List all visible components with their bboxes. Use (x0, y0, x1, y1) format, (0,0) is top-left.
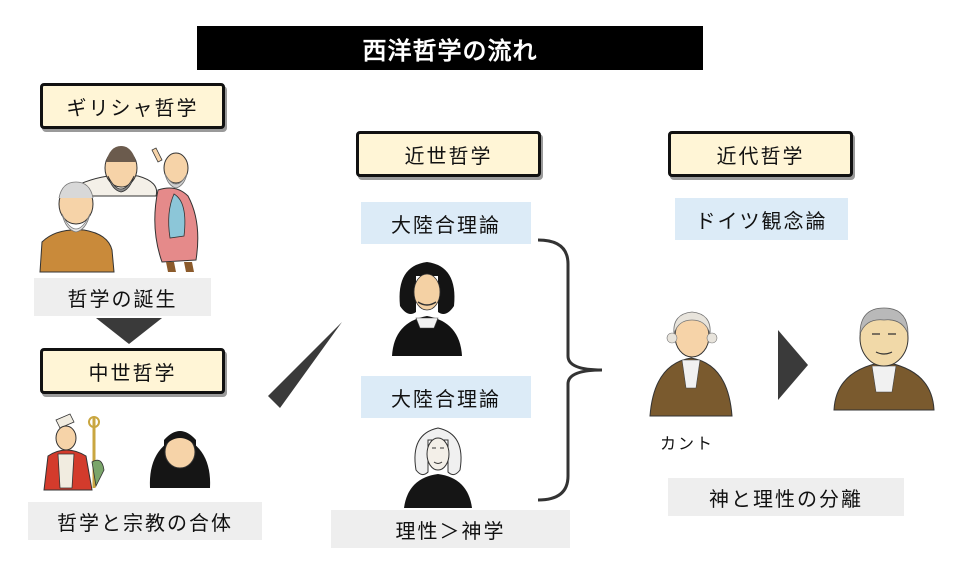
hegel-illustration (833, 307, 935, 411)
arrow-right-icon (778, 330, 808, 400)
greek-philosophers-illustration (39, 146, 199, 273)
aristotle-figure (151, 147, 199, 272)
arrow-down-icon (96, 318, 162, 344)
socrates-figure (79, 146, 158, 197)
plato-figure (39, 181, 115, 273)
era-box-greek: ギリシャ哲学 (40, 83, 225, 129)
caption-greek: 哲学の誕生 (34, 278, 211, 316)
transition-wedge-icon (268, 322, 342, 408)
caption-early-modern: 理性＞神学 (331, 510, 570, 548)
kant-illustration (649, 311, 733, 417)
augustine-figure (43, 413, 105, 491)
school-label-2: 大陸合理論 (361, 376, 531, 418)
era-box-modern: 近代哲学 (668, 131, 853, 177)
caption-medieval: 哲学と宗教の合体 (28, 502, 262, 540)
school-label-german-idealism: ドイツ観念論 (675, 198, 848, 240)
locke-illustration (404, 427, 472, 508)
descartes-illustration (392, 262, 462, 356)
school-label-1: 大陸合理論 (361, 202, 531, 244)
aquinas-figure (149, 431, 211, 488)
person-label-kant: カント (660, 434, 715, 453)
era-box-medieval: 中世哲学 (40, 348, 225, 394)
page-title: 西洋哲学の流れ (197, 26, 703, 70)
bracket-connector (537, 238, 603, 502)
caption-modern: 神と理性の分離 (668, 478, 904, 516)
medieval-figures-illustration (43, 413, 211, 491)
era-box-early-modern: 近世哲学 (356, 131, 541, 177)
